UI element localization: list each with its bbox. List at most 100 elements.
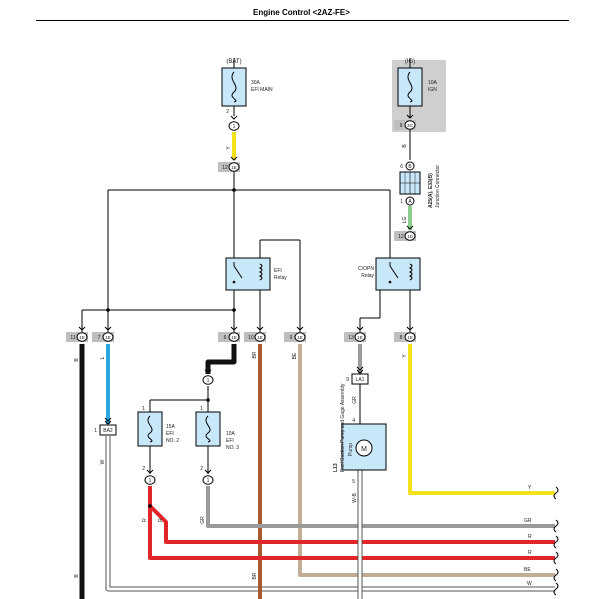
right-label-r1: R [528, 534, 532, 540]
right-label-w: W [527, 581, 532, 587]
svg-text:1E: 1E [297, 335, 303, 340]
svg-text:1: 1 [94, 428, 97, 434]
pump-pin-bot: 5 [352, 479, 355, 485]
junction-id: A25(A), E33(B) [428, 173, 434, 208]
efi-no2-name1: EFI [166, 431, 174, 437]
svg-text:BA2: BA2 [103, 428, 113, 434]
svg-text:7: 7 [98, 335, 101, 341]
connector-la1: LA1 9 [346, 366, 369, 385]
fuse-efi-no3: 1 2 10A EFI NO. 3 [195, 406, 239, 472]
relay-efi: EFI Relay [225, 257, 287, 291]
label-b-left: B [74, 358, 80, 362]
label-br-top: BR [252, 351, 258, 358]
wire-red-2 [148, 486, 555, 560]
efi-main-source: (BAT) [226, 59, 241, 65]
title-rule [36, 20, 569, 21]
relay-copn: C/OPN Relay [358, 257, 421, 291]
svg-text:9: 9 [400, 123, 403, 129]
wire-color-labels: Y B LG B L BR BE GR Y W R R GR BR B W-B … [74, 144, 532, 587]
efi-no3-pin-bot: 2 [200, 466, 203, 472]
connector-efi-main-1: 1 [228, 115, 240, 131]
wire-yellow-right [408, 344, 555, 495]
svg-text:11: 11 [70, 335, 75, 341]
fuse-ign: (IG) 10A IGN [397, 59, 438, 107]
splice-dots [106, 188, 236, 508]
relay-efi-name2: Relay [274, 275, 287, 281]
connector-fuse-feed-1: 1 [202, 369, 214, 385]
label-l: L [100, 356, 106, 359]
pump-pin-top: 4 [352, 418, 355, 424]
connector-ba2: BA2 1 [94, 417, 117, 436]
svg-text:LA1: LA1 [356, 377, 365, 383]
svg-text:3G: 3G [407, 123, 414, 128]
right-label-r2: R [528, 550, 532, 556]
svg-text:1E: 1E [79, 335, 85, 340]
label-gr: GR [200, 516, 206, 524]
svg-text:9: 9 [290, 335, 293, 341]
connector-1e-7: 7 1E [92, 326, 114, 342]
connector-1e-8: 8 1E [394, 326, 416, 342]
label-w: W [100, 459, 106, 464]
wire-be [298, 344, 555, 577]
efi-no3-rating: 10A [226, 431, 236, 437]
right-label-gr: GR [524, 518, 532, 524]
thin-wires [81, 58, 411, 474]
svg-text:6: 6 [224, 335, 227, 341]
svg-text:1E: 1E [231, 335, 237, 340]
label-gr-pump: GR [352, 396, 358, 404]
efi-no2-name2: NO. 2 [166, 438, 179, 444]
svg-text:1E: 1E [105, 335, 111, 340]
label-b-bot: B [74, 574, 80, 578]
svg-text:12: 12 [398, 234, 404, 240]
svg-text:1: 1 [149, 478, 152, 484]
efi-main-pin: 2 [226, 109, 229, 115]
svg-text:1E: 1E [407, 335, 413, 340]
junction-name: Junction Connector [435, 165, 441, 208]
connector-ign-3g: 9 3G [394, 114, 416, 130]
colored-wires [79, 132, 555, 599]
wire-black-feed [205, 344, 237, 374]
svg-text:12: 12 [222, 165, 228, 171]
ign-source: (IG) [405, 59, 415, 65]
page-title: Engine Control <2AZ-FE> [253, 8, 350, 17]
junction-connector: B 6 A 1 A25(A), E33(B) Junction Connecto… [399, 161, 441, 208]
efi-main-name: EFI MAIN [251, 87, 273, 93]
connector-efi-no2-out: 1 [144, 469, 156, 485]
right-label-y: Y [528, 485, 532, 491]
efi-no2-pin-top: 1 [142, 406, 145, 412]
svg-text:1E: 1E [357, 335, 363, 340]
ign-name: IGN [428, 87, 437, 93]
svg-text:8: 8 [400, 335, 403, 341]
label-r-2: R [158, 518, 164, 522]
svg-text:1D: 1D [407, 234, 414, 239]
label-br-bot: BR [252, 572, 258, 579]
efi-no3-pin-top: 1 [200, 406, 203, 412]
svg-text:13: 13 [348, 335, 354, 341]
pump-name: Fuel Suction Pump and Gage Assembly [340, 383, 346, 472]
efi-no3-name1: EFI [226, 438, 234, 444]
fuse-efi-main: (BAT) 30A EFI MAIN 2 [221, 59, 273, 115]
pump-label: Pump [348, 443, 354, 456]
label-r-1: R [142, 518, 148, 522]
wire-end-braces [553, 486, 559, 596]
svg-text:1: 1 [207, 378, 210, 384]
svg-text:9: 9 [346, 377, 349, 383]
label-y-right: Y [402, 354, 408, 358]
label-wb: W-B [352, 493, 358, 503]
junction-conn-top: B [408, 164, 412, 170]
efi-main-rating: 30A [251, 80, 261, 86]
junction-pin-bot: 1 [400, 199, 403, 205]
fuse-efi-no2: 1 2 15A EFI NO. 2 [137, 406, 179, 472]
label-y-top: Y [226, 146, 232, 150]
pump-motor-label: M [361, 446, 367, 453]
connector-1e-6: 6 1E [218, 326, 240, 342]
fuel-pump: M Pump 4 5 L13 Fuel Suction Pump and Gag… [333, 383, 387, 485]
connector-efi-no3-out: 1 [202, 469, 214, 485]
relay-efi-name1: EFI [274, 268, 282, 274]
connector-1e-11: 11 1E [66, 326, 88, 342]
